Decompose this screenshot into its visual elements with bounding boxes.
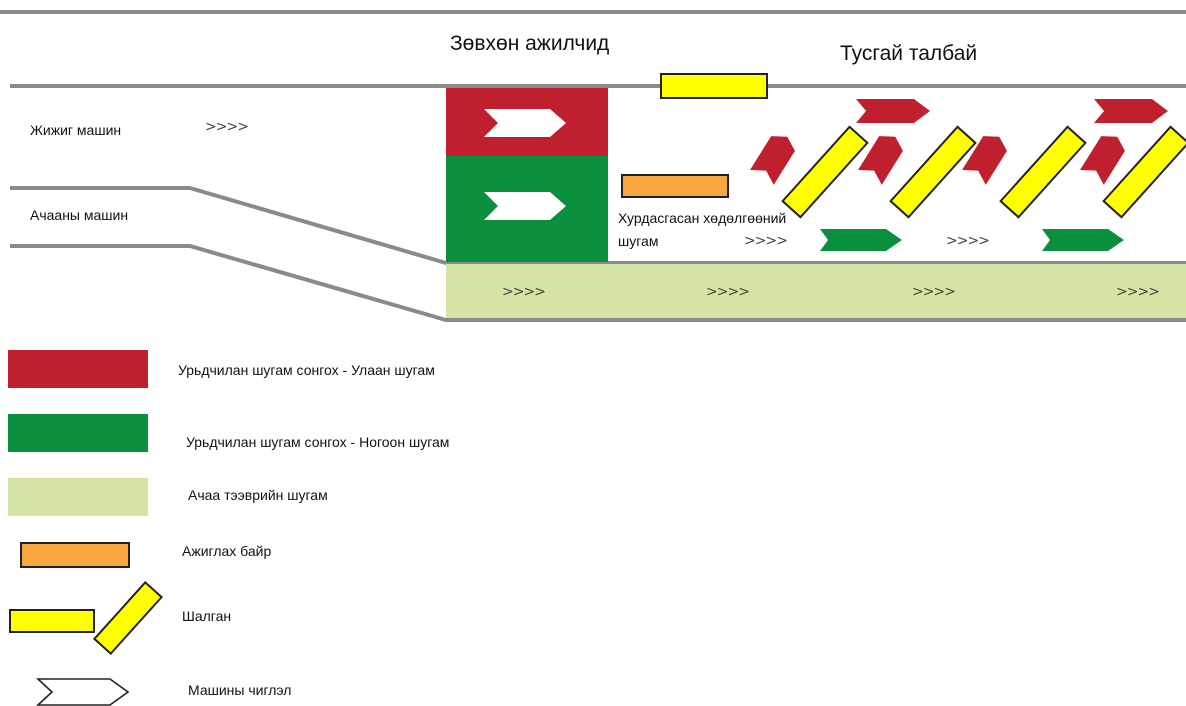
legend-cargo-swatch: [8, 478, 148, 516]
staff-inspection-booth: [660, 73, 768, 99]
legend-red-label: Урьдчилан шугам сонгох - Улаан шугам: [178, 362, 435, 378]
legend-inspection-diag-swatch: [92, 580, 164, 656]
red-lane-arrow-icon: [1094, 99, 1168, 123]
green-lane-arrow-icon: [1042, 229, 1124, 251]
road-lines: [0, 10, 1186, 322]
legend-observation-label: Ажиглах байр: [182, 543, 272, 559]
direction-marker: >>>>: [744, 233, 788, 249]
legend-direction-arrow-icon: [35, 678, 130, 706]
inspection-booth-icon: [781, 125, 869, 219]
direction-marker: >>>>: [946, 233, 990, 249]
heavy-lane-divider: [10, 244, 1186, 322]
legend-swatches: [8, 350, 164, 706]
staff-only-zone-title: Зөвхөн ажилчид: [450, 32, 610, 55]
heavy-vehicle-label: Ачааны машин: [30, 207, 129, 223]
direction-marker: >>>>: [205, 119, 249, 135]
green-lane-arrow-icon: [820, 229, 902, 251]
legend-direction-label: Машины чиглэл: [188, 682, 292, 698]
red-diagonal-arrow-icon: [858, 129, 908, 185]
special-area-zone-title: Тусгай талбай: [840, 42, 978, 65]
inspection-booth-icon: [889, 125, 977, 219]
legend-red-swatch: [8, 350, 148, 388]
light-vehicle-label: Жижиг машин: [30, 122, 122, 138]
legend-green-swatch: [8, 414, 148, 452]
legend-green-label: Урьдчилан шугам сонгох - Ногоон шугам: [186, 434, 450, 450]
legend-inspection-label: Шалган: [182, 608, 232, 624]
direction-marker: >>>>: [912, 284, 956, 300]
inspection-booth-icon: [999, 125, 1087, 219]
red-diagonal-arrow-icon: [1080, 129, 1130, 185]
red-lane-arrow-icon: [856, 99, 930, 123]
legend-cargo-label: Ачаа тээврийн шугам: [188, 487, 328, 503]
fast-lane-label-line2: шугам: [618, 233, 659, 249]
legend-inspection-swatch: [9, 609, 95, 633]
direction-marker: >>>>: [1116, 284, 1160, 300]
light-lane-divider: [10, 186, 1186, 265]
fast-lane-label: Хурдасгасан хөдөлгөөний: [618, 210, 787, 226]
direction-marker: >>>>: [502, 284, 546, 300]
cargo-lane: [446, 264, 1186, 318]
legend-observation-swatch: [20, 542, 130, 568]
direction-marker: >>>>: [706, 284, 750, 300]
observation-booth: [621, 174, 729, 198]
red-diagonal-arrow-icon: [750, 129, 800, 185]
